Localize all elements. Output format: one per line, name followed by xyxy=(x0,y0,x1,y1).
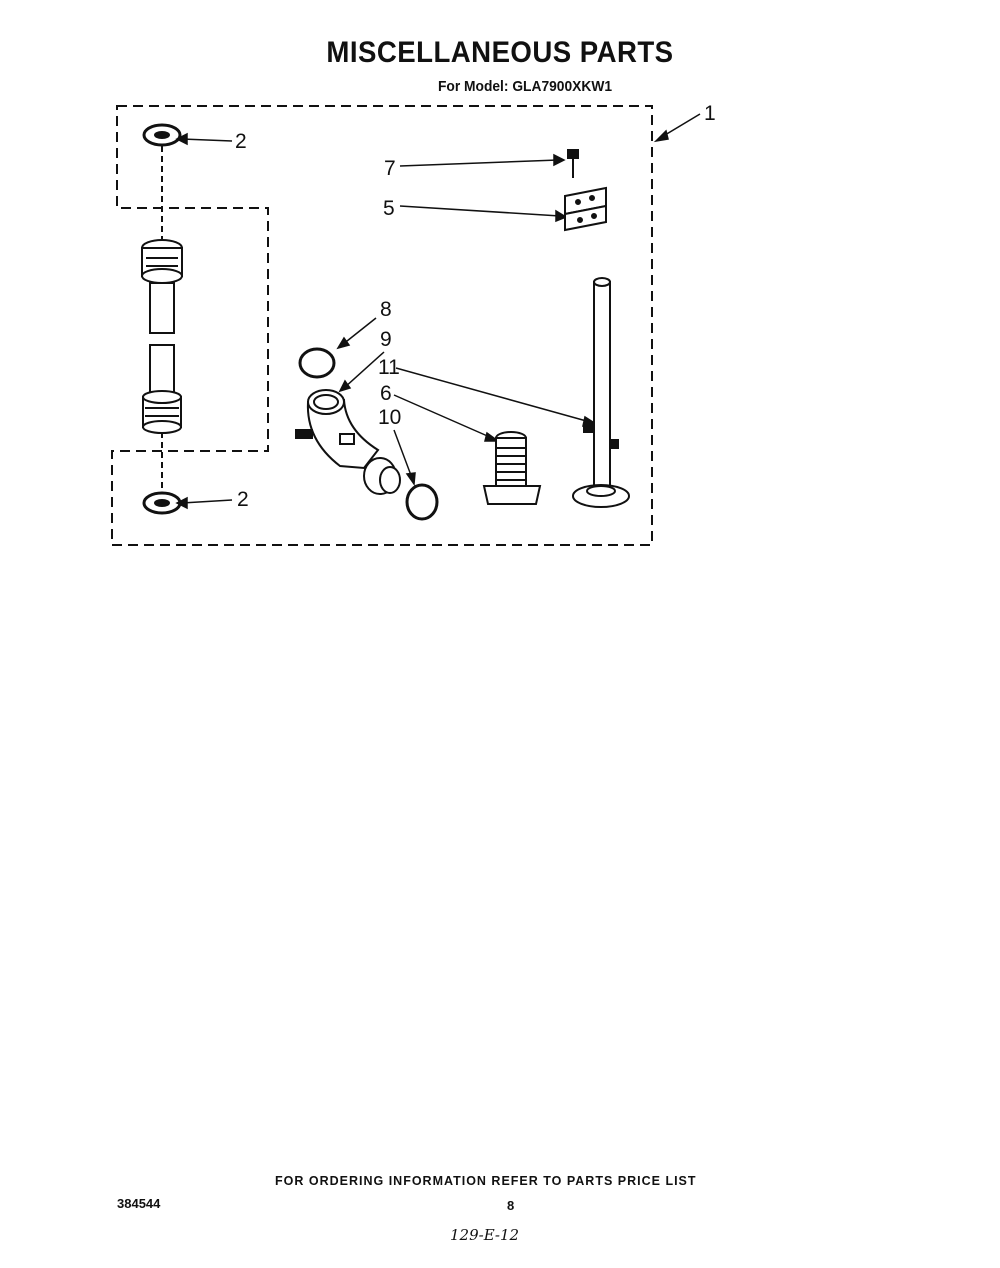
post-11 xyxy=(572,277,630,508)
bracket-5 xyxy=(564,186,607,232)
callout-10: 10 xyxy=(378,406,401,429)
callout-2-bottom: 2 xyxy=(237,488,249,511)
callout-8: 8 xyxy=(380,298,392,321)
washer-top xyxy=(142,123,182,240)
clamp-10 xyxy=(405,483,439,521)
page-number: 8 xyxy=(507,1198,515,1213)
leader-lines xyxy=(175,113,701,510)
callout-2-top: 2 xyxy=(235,130,247,153)
handwritten-code: 129-E-12 xyxy=(450,1226,520,1244)
document-number: 384544 xyxy=(117,1196,161,1211)
clamp-8 xyxy=(298,347,336,379)
kit-dashed-outline xyxy=(111,105,653,546)
screw-7 xyxy=(567,149,579,178)
callout-1: 1 xyxy=(704,102,716,125)
model-line: For Model: GLA7900XKW1 xyxy=(437,78,613,95)
callout-7: 7 xyxy=(384,157,396,180)
callout-6: 6 xyxy=(380,382,392,405)
page-title: MISCELLANEOUS PARTS xyxy=(326,36,674,69)
washer-bottom xyxy=(142,432,182,515)
ordering-note: FOR ORDERING INFORMATION REFER TO PARTS … xyxy=(275,1174,697,1188)
leveling-leg-6 xyxy=(482,431,542,505)
callout-11: 11 xyxy=(378,356,400,379)
callout-5: 5 xyxy=(383,197,395,220)
drain-elbow-9 xyxy=(295,389,401,495)
fill-hose xyxy=(141,239,183,434)
callout-9: 9 xyxy=(380,328,392,351)
